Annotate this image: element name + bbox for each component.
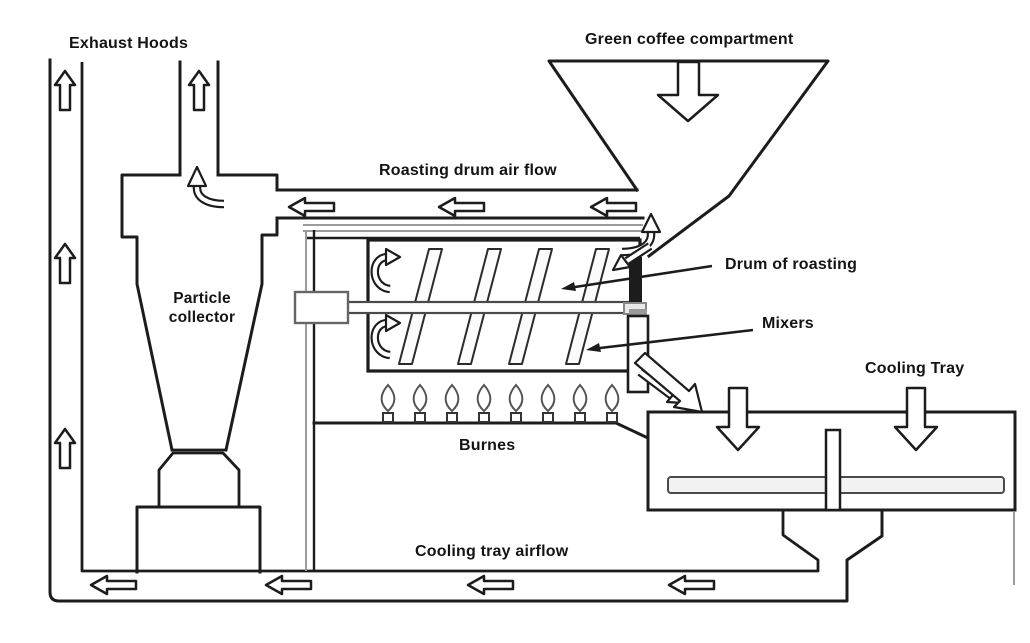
label-cooling-tray: Cooling Tray xyxy=(865,360,965,377)
label-exhaust-hoods: Exhaust Hoods xyxy=(69,35,189,52)
flame-icon xyxy=(572,384,588,423)
down-arrow-icon xyxy=(893,386,939,452)
label-mixers: Mixers xyxy=(762,315,814,332)
down-arrow-icon xyxy=(715,386,761,452)
drive-bearing-block xyxy=(293,290,350,325)
label-cooling-tray-airflow: Cooling tray airflow xyxy=(415,543,569,560)
roasting-air-duct xyxy=(275,188,645,240)
label-burners: Burnes xyxy=(459,437,516,454)
down-arrow-icon xyxy=(656,60,720,123)
drive-shaft xyxy=(345,300,632,315)
flame-icon xyxy=(476,384,492,423)
flame-icon xyxy=(444,384,460,423)
mixers-pointer-arrow xyxy=(586,328,754,352)
flame-icon xyxy=(604,384,620,423)
burners xyxy=(312,384,650,440)
tray-center-post xyxy=(824,428,842,512)
cooling-duct xyxy=(48,58,884,603)
label-particle-collector: Particle collector xyxy=(168,290,236,327)
drum-pointer-arrow xyxy=(561,264,713,291)
label-green-coffee: Green coffee compartment xyxy=(585,31,794,48)
inlet-arrow-icon xyxy=(611,242,653,272)
discharge-arrow-icons xyxy=(633,351,704,414)
flame-icon xyxy=(380,384,396,423)
curl-up-arrow-icon xyxy=(186,165,225,209)
roaster-chamber-walls xyxy=(305,230,316,571)
discharge-chute xyxy=(626,309,704,414)
flame-icon xyxy=(412,384,428,423)
roasting-drum xyxy=(293,212,662,373)
exhaust-pipe xyxy=(178,60,220,177)
flame-icon xyxy=(540,384,556,423)
flame-icon xyxy=(508,384,524,423)
label-drum-of-roasting: Drum of roasting xyxy=(725,256,858,273)
green-coffee-compartment xyxy=(547,59,830,259)
drum-end-cap xyxy=(629,257,642,303)
chute-cap xyxy=(629,309,647,317)
cooling-tray xyxy=(646,386,1017,585)
particle-collector xyxy=(120,165,279,574)
label-roasting-air-flow: Roasting drum air flow xyxy=(379,162,557,179)
